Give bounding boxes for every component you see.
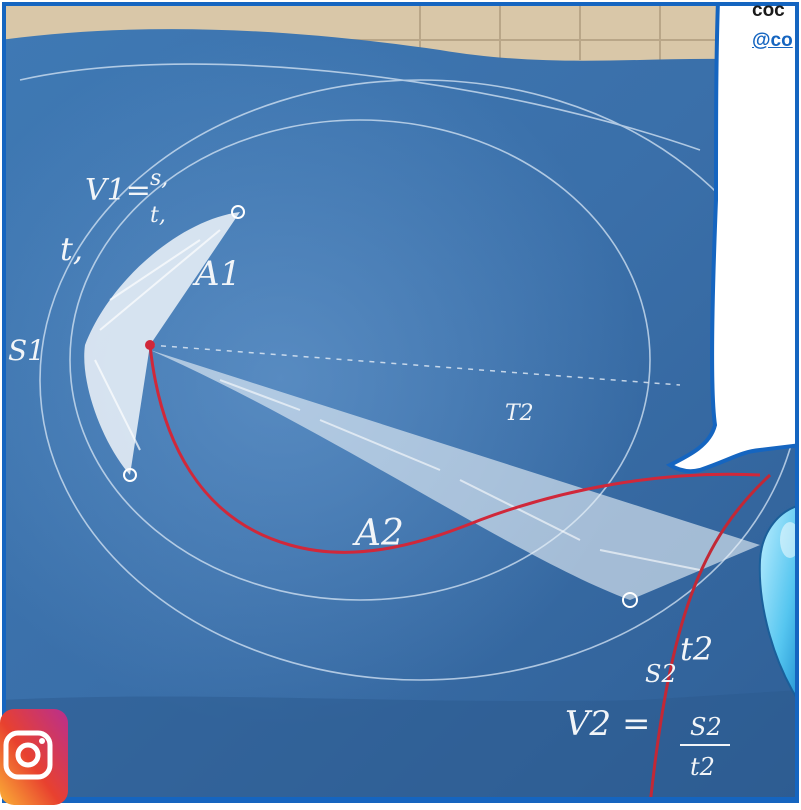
label-t1: t, bbox=[60, 230, 83, 268]
label-v1: V1= bbox=[85, 173, 151, 208]
label-v2-s: S2 bbox=[690, 713, 722, 741]
label-v2-t: t2 bbox=[690, 753, 715, 781]
label-a1: A1 bbox=[192, 254, 241, 294]
orbit-ellipses bbox=[19, 63, 795, 681]
bubble-profile-link[interactable]: @co bbox=[752, 30, 793, 51]
chalk-labels: V1= s, t, t, A1 S1 T2 A2 t2 S2 V2 = S2 t… bbox=[8, 166, 730, 781]
label-v2: V2 = bbox=[565, 704, 650, 744]
mascot-figure bbox=[758, 505, 795, 697]
sector-a2 bbox=[150, 350, 760, 600]
label-v1-t: t, bbox=[150, 203, 166, 228]
label-v1-s: s, bbox=[150, 166, 168, 191]
label-s2: S2 bbox=[645, 660, 677, 688]
label-t2: t2 bbox=[680, 630, 713, 668]
label-t2-mid: T2 bbox=[505, 401, 534, 426]
label-s1: S1 bbox=[8, 334, 45, 367]
label-a2: A2 bbox=[352, 513, 404, 554]
red-string bbox=[148, 344, 761, 554]
sector-a1 bbox=[84, 212, 240, 475]
bubble-handle-text: coc bbox=[752, 0, 785, 21]
speech-bubble bbox=[665, 6, 795, 474]
instagram-icon[interactable] bbox=[0, 709, 68, 805]
